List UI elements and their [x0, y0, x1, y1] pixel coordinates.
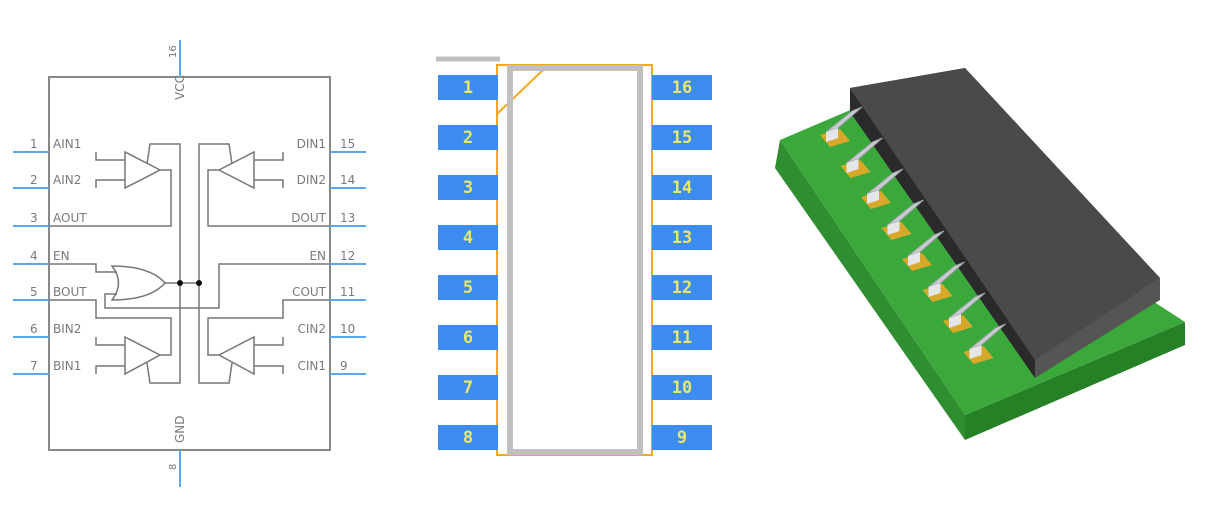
lead-foot — [928, 283, 941, 297]
pin-name: AOUT — [53, 211, 87, 225]
lead — [866, 168, 904, 195]
lead-foot — [826, 128, 838, 142]
pin-number: 11 — [340, 285, 355, 299]
pad — [438, 375, 498, 400]
pin-name: AIN2 — [53, 173, 81, 187]
pin-number: 14 — [340, 173, 355, 187]
pin-number: 10 — [340, 322, 355, 336]
pin-name: EN — [53, 249, 70, 263]
amplifier-b — [124, 335, 162, 376]
pad-number: 5 — [463, 278, 473, 298]
leads — [820, 106, 1006, 364]
lead-foot — [908, 252, 920, 266]
pad-number: 2 — [463, 128, 473, 148]
vcc-label: VCC — [173, 75, 187, 100]
pin-number: 13 — [340, 211, 355, 225]
courtyard-outline — [496, 64, 653, 456]
pin-name: BIN1 — [53, 359, 81, 373]
3d-model — [775, 68, 1185, 440]
pad — [438, 175, 498, 200]
pad-number: 1 — [463, 78, 473, 98]
pad — [652, 325, 712, 350]
lead — [907, 230, 945, 257]
pad-number: 14 — [672, 178, 692, 198]
pin-number: 15 — [340, 137, 355, 151]
pin-number: 6 — [30, 322, 38, 336]
junction-dot — [177, 280, 183, 286]
lead-foot — [867, 190, 879, 204]
pad-number: 3 — [463, 178, 473, 198]
pin-name: COUT — [292, 285, 327, 299]
pin-name: DIN2 — [297, 173, 326, 187]
pad-number: 11 — [672, 328, 692, 348]
pin-name: DOUT — [291, 211, 326, 225]
pad-number: 10 — [672, 378, 692, 398]
pin-name: CIN1 — [297, 359, 326, 373]
amplifier-a — [124, 150, 162, 190]
pin-number: 12 — [340, 249, 355, 263]
package-body-outline — [507, 65, 643, 455]
pad — [652, 225, 712, 250]
pin-name: AIN1 — [53, 137, 81, 151]
pad-number: 16 — [672, 78, 692, 98]
pin-number: 2 — [30, 173, 38, 187]
pad-number: 15 — [672, 128, 692, 148]
pad-number: 6 — [463, 328, 473, 348]
pad — [652, 175, 712, 200]
pad — [438, 325, 498, 350]
gnd-label: GND — [173, 415, 187, 443]
gnd-pin-number: 8 — [168, 464, 179, 470]
pad-number: 12 — [672, 278, 692, 298]
pin-name: DIN1 — [297, 137, 326, 151]
lead-foot — [969, 345, 982, 359]
pad — [652, 75, 712, 100]
pad — [652, 425, 712, 450]
internal-circuit — [49, 143, 330, 384]
pin-name: EN — [309, 249, 326, 263]
lead-foot — [887, 221, 900, 235]
or-gate — [110, 265, 167, 301]
pad — [652, 375, 712, 400]
pin-name: CIN2 — [297, 322, 326, 336]
amplifier-c — [217, 335, 255, 376]
pad-number: 9 — [677, 428, 687, 448]
pin-number: 3 — [30, 211, 38, 225]
pad — [438, 275, 498, 300]
lead — [887, 199, 924, 226]
vcc-pin-number: 16 — [168, 45, 179, 58]
pad — [438, 75, 498, 100]
pad-number: 7 — [463, 378, 473, 398]
junction-dot — [196, 280, 202, 286]
pad-number: 4 — [463, 228, 473, 248]
pin-number: 4 — [30, 249, 38, 263]
pin-number: 5 — [30, 285, 38, 299]
pin-number: 7 — [30, 359, 38, 373]
pad-number: 13 — [672, 228, 692, 248]
amplifier-d — [217, 150, 255, 190]
lead — [825, 106, 863, 133]
pin-number: 1 — [30, 137, 38, 151]
pin-name: BOUT — [53, 285, 87, 299]
pad — [438, 425, 498, 450]
pad — [438, 125, 498, 150]
lead-foot — [846, 159, 859, 173]
ic-body — [850, 68, 1160, 360]
pad — [438, 225, 498, 250]
pin-name: BIN2 — [53, 322, 81, 336]
pin-number: 9 — [340, 359, 348, 373]
pad — [652, 125, 712, 150]
lead — [846, 137, 883, 164]
pin1-chamfer — [496, 67, 546, 115]
pad — [652, 275, 712, 300]
pad-number: 8 — [463, 428, 473, 448]
lead-foot — [949, 314, 961, 328]
